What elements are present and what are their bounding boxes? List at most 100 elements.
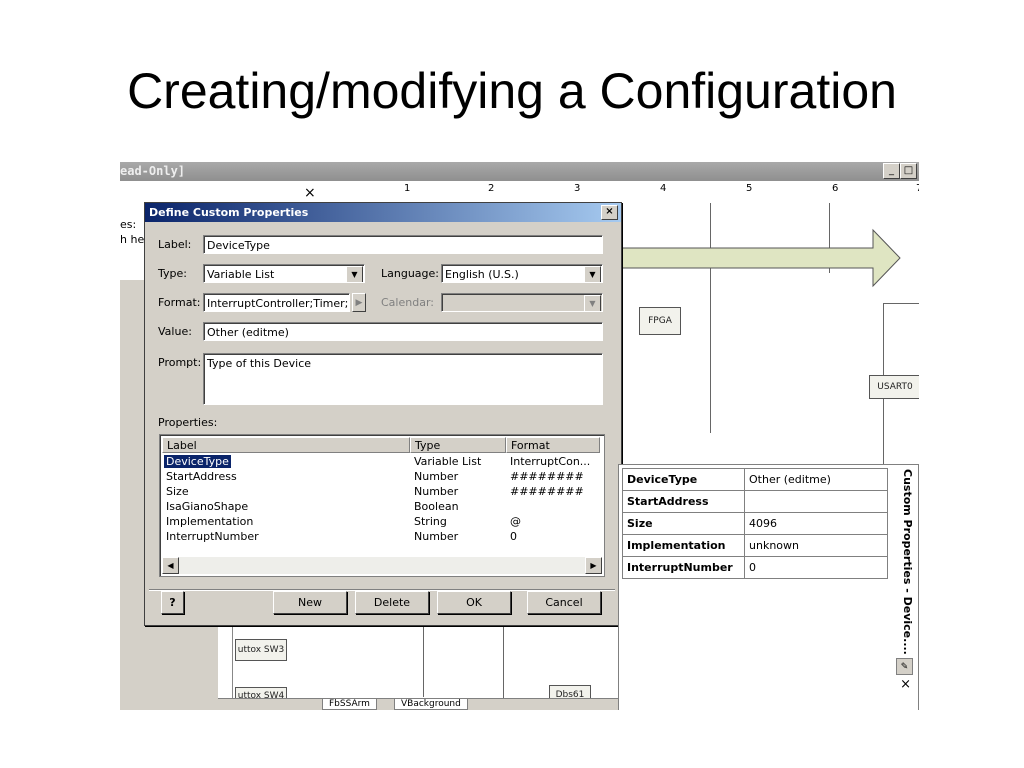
ruler-number: 3 [574, 183, 581, 194]
usart-label: USART0 [877, 382, 913, 392]
dialog-close-button[interactable]: × [601, 205, 618, 220]
property-key: Implementation [622, 534, 745, 557]
cancel-button[interactable]: Cancel [527, 591, 601, 614]
row-type: Number [414, 470, 459, 483]
visio-window-title: ead-Only] [120, 164, 186, 178]
define-custom-properties-dialog: Define Custom Properties × Label: Device… [144, 202, 622, 626]
dbs-label: Dbs61 [555, 690, 585, 700]
connector-line [423, 627, 424, 697]
custom-properties-table: DeviceType Other (editme) StartAddress S… [622, 468, 888, 579]
slide-title: Creating/modifying a Configuration [127, 63, 897, 119]
dialog-separator [149, 589, 615, 591]
help-button[interactable]: ? [161, 591, 184, 614]
horizontal-ruler: × 1 2 3 4 5 6 7 8 [218, 181, 919, 204]
label-field-label: Label: [158, 238, 192, 251]
page-tab[interactable]: FbSSArm [322, 699, 377, 710]
shapes-pane-text-1: es: [120, 218, 137, 231]
row-format: 0 [510, 530, 517, 543]
ruler-close-icon[interactable]: × [304, 185, 316, 201]
scroll-left-icon[interactable]: ◀ [162, 557, 179, 574]
table-row[interactable]: InterruptNumber 0 [622, 556, 888, 579]
calendar-field-label: Calendar: [381, 296, 434, 309]
row-format: ######## [510, 470, 584, 483]
row-label: StartAddress [166, 470, 237, 483]
scroll-right-icon[interactable]: ▶ [585, 557, 602, 574]
table-row[interactable]: Size 4096 [622, 512, 888, 535]
sw3-label: uttox SW3 [237, 645, 285, 655]
property-value[interactable]: 4096 [744, 512, 888, 535]
connector-line [503, 627, 504, 707]
table-row[interactable]: DeviceType Other (editme) [622, 468, 888, 491]
list-item[interactable]: DeviceType Variable List InterruptCon... [162, 455, 602, 470]
dialog-title: Define Custom Properties [149, 206, 309, 219]
custom-properties-panel: DeviceType Other (editme) StartAddress S… [618, 464, 919, 710]
column-header-type[interactable]: Type [410, 437, 506, 453]
sw4-label: uttox SW4 [237, 691, 285, 701]
type-select-value: Variable List [207, 268, 275, 281]
column-header-label[interactable]: Label [162, 437, 410, 453]
visio-title-bar: ead-Only] _ □ [120, 162, 919, 181]
value-field-label: Value: [158, 325, 192, 338]
new-button[interactable]: New [273, 591, 347, 614]
property-key: Size [622, 512, 745, 535]
minimize-button[interactable]: _ [883, 163, 900, 179]
ruler-number: 7 [916, 183, 919, 194]
property-value[interactable]: unknown [744, 534, 888, 557]
usart-shape[interactable]: USART0 [869, 375, 919, 399]
prompt-textarea[interactable]: Type of this Device [203, 353, 603, 405]
properties-label: Properties: [158, 416, 218, 429]
table-row[interactable]: Implementation unknown [622, 534, 888, 557]
row-label: IsaGianoShape [166, 500, 249, 513]
table-row[interactable]: StartAddress [622, 490, 888, 513]
label-input[interactable]: DeviceType [203, 235, 603, 254]
format-picker-arrow-icon[interactable]: ▶ [352, 293, 366, 312]
list-item[interactable]: StartAddress Number ######## [162, 470, 602, 485]
row-type: Number [414, 485, 459, 498]
properties-list[interactable]: Label Type Format DeviceType Variable Li… [159, 434, 605, 577]
help-icon: ? [169, 596, 176, 609]
ok-button[interactable]: OK [437, 591, 511, 614]
dialog-title-bar[interactable]: Define Custom Properties × [145, 203, 621, 222]
chevron-down-icon[interactable]: ▼ [346, 266, 363, 282]
language-field-label: Language: [381, 267, 439, 280]
list-item[interactable]: IsaGianoShape Boolean [162, 500, 602, 515]
list-item[interactable]: Implementation String @ [162, 515, 602, 530]
list-item[interactable]: InterruptNumber Number 0 [162, 530, 602, 545]
chevron-down-icon[interactable]: ▼ [584, 266, 601, 282]
row-label: Size [166, 485, 189, 498]
sw3-shape[interactable]: uttox SW3 [235, 639, 287, 661]
ruler-number: 6 [832, 183, 839, 194]
pin-icon[interactable]: ✎ [896, 658, 913, 675]
calendar-select: ▼ [441, 293, 603, 312]
property-key: DeviceType [622, 468, 745, 491]
row-label: DeviceType [164, 455, 231, 468]
delete-button[interactable]: Delete [355, 591, 429, 614]
ruler-number: 4 [660, 183, 667, 194]
bus-arrow-shape[interactable] [618, 226, 903, 290]
language-select[interactable]: English (U.S.) ▼ [441, 264, 603, 283]
property-value[interactable]: 0 [744, 556, 888, 579]
format-input[interactable]: InterruptController;Timer;C [203, 293, 350, 312]
row-type: Variable List [414, 455, 482, 468]
row-type: Number [414, 530, 459, 543]
column-header-format[interactable]: Format [506, 437, 600, 453]
type-select[interactable]: Variable List ▼ [203, 264, 365, 283]
type-field-label: Type: [158, 267, 187, 280]
prompt-field-label: Prompt: [158, 356, 202, 369]
panel-close-icon[interactable]: × [900, 677, 911, 692]
row-format: @ [510, 515, 521, 528]
page-tab[interactable]: VBackground [394, 699, 468, 710]
connector-line [829, 203, 830, 273]
fpga-shape[interactable]: FPGA [639, 307, 681, 335]
value-input[interactable]: Other (editme) [203, 322, 603, 341]
property-value[interactable] [744, 490, 888, 513]
horizontal-scrollbar[interactable]: ◀ ▶ [162, 557, 602, 574]
custom-properties-panel-title: Custom Properties - Device.... [901, 469, 914, 655]
property-key: InterruptNumber [622, 556, 745, 579]
screenshot: ead-Only] _ □ es: h he × 1 2 3 4 5 6 7 8… [120, 162, 919, 710]
list-item[interactable]: Size Number ######## [162, 485, 602, 500]
shapes-pane-text-2: h he [120, 233, 145, 246]
property-value[interactable]: Other (editme) [744, 468, 888, 491]
restore-button[interactable]: □ [900, 163, 917, 179]
ruler-number: 2 [488, 183, 495, 194]
